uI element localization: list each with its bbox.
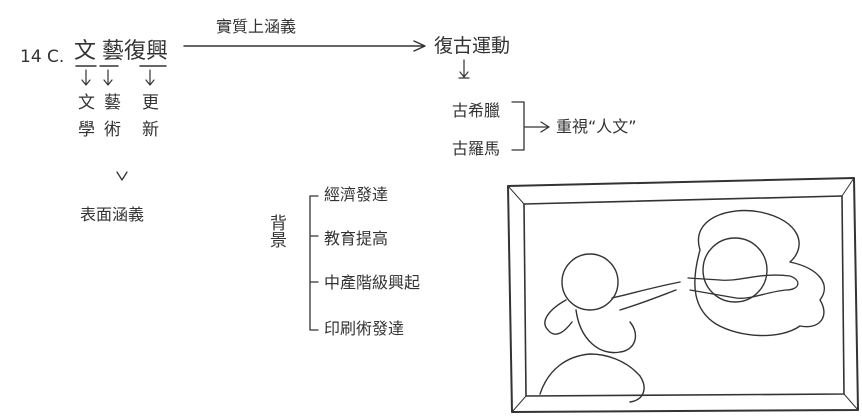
breakdown-yi-1: 藝 <box>104 93 121 113</box>
background-item-printing: 印刷術發達 <box>324 319 404 338</box>
surface-arrow <box>116 171 128 181</box>
background-bracket <box>309 195 319 331</box>
breakdown-xing-1: 更 <box>142 93 159 113</box>
title-char-wen: 文 <box>74 39 96 64</box>
title-char-xing: 興 <box>146 39 168 64</box>
title-char-yi: 藝 <box>102 39 124 64</box>
title-char-fu: 復 <box>124 39 146 64</box>
background-label-1: 背景 <box>266 214 287 248</box>
breakdown-xing-2: 新 <box>142 120 159 140</box>
artwork-frame-corners <box>507 177 859 413</box>
revival-arrow <box>458 59 470 79</box>
artwork-inner-frame <box>523 195 845 397</box>
ancient-greece: 古希臘 <box>452 101 500 120</box>
background-item-middle-class: 中產階級興起 <box>324 273 420 292</box>
artwork-cloud <box>694 209 825 337</box>
actual-meaning-label: 實質上涵義 <box>216 17 296 36</box>
artwork-arm-left <box>544 281 681 335</box>
breakdown-yi-2: 術 <box>104 120 121 140</box>
ancient-rome: 古羅馬 <box>452 139 500 158</box>
main-arrow <box>183 40 426 52</box>
artwork-outer-frame <box>507 177 859 413</box>
background-item-economy: 經濟發達 <box>324 185 388 204</box>
classical-bracket <box>511 101 550 151</box>
breakdown-wen-1: 文 <box>78 93 95 113</box>
background-item-education: 教育提高 <box>324 229 388 248</box>
surface-meaning: 表面涵義 <box>80 205 144 224</box>
artwork-head-left <box>561 253 619 311</box>
artwork-body-left <box>539 309 645 403</box>
century-label: 14 C. <box>20 47 64 67</box>
artwork-head-right <box>702 237 768 303</box>
revival-movement: 復古運動 <box>434 35 510 57</box>
framed-artwork <box>507 177 859 413</box>
breakdown-wen-2: 學 <box>78 120 95 140</box>
breakdown-arrows <box>81 69 155 86</box>
humanism-emphasis: 重視“人文” <box>556 117 637 136</box>
artwork-arm-right <box>687 274 799 299</box>
